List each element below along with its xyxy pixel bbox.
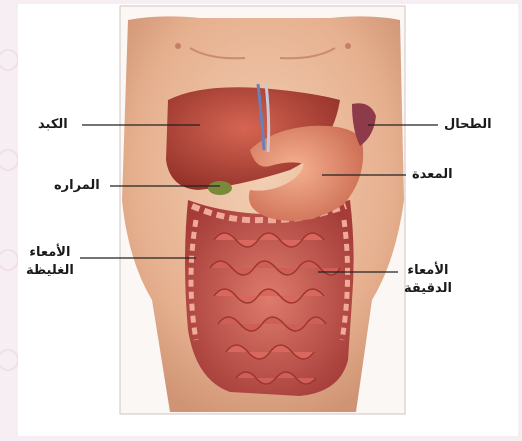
- label-liver: الكبد: [38, 116, 68, 134]
- label-spleen: الطحال: [444, 116, 492, 134]
- label-gallbladder: المراره: [54, 177, 100, 195]
- label-stomach: المعدة: [412, 166, 453, 184]
- label-small-intestine: الأمعاء الدقيقة: [404, 262, 452, 298]
- label-large-intestine: الأمعاء الغليظة: [26, 244, 74, 280]
